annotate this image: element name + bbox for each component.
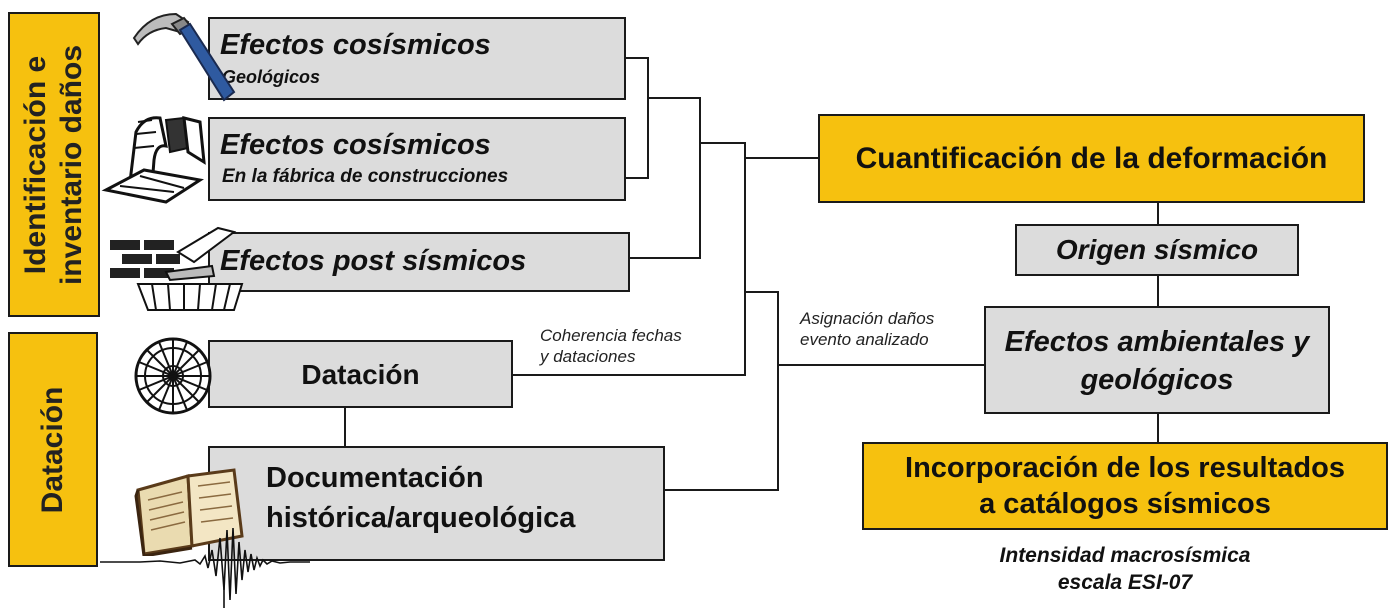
identificacion-label-box: Identificación e inventario daños xyxy=(8,12,100,317)
incorporacion-box: Incorporación de los resultados a catálo… xyxy=(862,442,1388,530)
efectos-ambientales-line-1: Efectos ambientales y xyxy=(1004,326,1310,358)
identificacion-line-2: inventario daños xyxy=(55,44,88,285)
intensidad-note: Intensidad macrosísmica escala ESI-07 xyxy=(862,542,1388,596)
efectos-geologicos-subtitle: Geológicos xyxy=(222,67,321,87)
datacion-box: Datación xyxy=(208,340,513,408)
efectos-fabrica-box: Efectos cosísmicos En la fábrica de cons… xyxy=(208,117,626,201)
efectos-ambientales-box: Efectos ambientales y geológicos xyxy=(984,306,1330,414)
coherencia-note: Coherencia fechas y dataciones xyxy=(540,325,682,367)
coherencia-line-2: y dataciones xyxy=(540,347,636,366)
documentacion-box: Documentación histórica/arqueológica xyxy=(208,446,665,561)
efectos-fabrica-subtitle: En la fábrica de construcciones xyxy=(222,166,509,187)
cuantificacion-title: Cuantificación de la deformación xyxy=(855,142,1328,175)
datacion-title: Datación xyxy=(301,359,420,390)
datacion-label: Datación xyxy=(36,386,69,513)
asignacion-note: Asignación daños evento analizado xyxy=(800,308,934,350)
rosette-window-icon xyxy=(134,337,212,415)
intensidad-line-1: Intensidad macrosísmica xyxy=(999,544,1251,567)
open-book-icon xyxy=(134,468,244,556)
efectos-post-title: Efectos post sísmicos xyxy=(220,245,527,277)
efectos-ambientales-line-2: geológicos xyxy=(1080,364,1234,396)
efectos-fabrica-title: Efectos cosísmicos xyxy=(220,129,491,161)
origen-title: Origen sísmico xyxy=(1055,234,1259,265)
efectos-geologicos-box: Efectos cosísmicos Geológicos xyxy=(208,17,626,100)
identificacion-label: Identificación e inventario daños xyxy=(18,44,90,284)
bricks-trowel-icon xyxy=(110,226,244,311)
identificacion-line-1: Identificación e xyxy=(19,55,52,274)
seismogram-icon xyxy=(100,527,310,608)
datacion-label-box: Datación xyxy=(8,332,98,567)
origen-box: Origen sísmico xyxy=(1015,224,1299,276)
arch-icon xyxy=(101,116,206,204)
efectos-post-box: Efectos post sísmicos xyxy=(208,232,630,292)
incorporacion-line-1: Incorporación de los resultados xyxy=(905,452,1345,484)
efectos-geologicos-title: Efectos cosísmicos xyxy=(220,29,491,61)
asignacion-line-1: Asignación daños xyxy=(800,309,935,328)
documentacion-line-2: histórica/arqueológica xyxy=(266,502,576,534)
hammer-icon xyxy=(132,12,236,102)
incorporacion-line-2: a catálogos sísmicos xyxy=(979,488,1271,520)
documentacion-line-1: Documentación xyxy=(266,462,484,494)
asignacion-line-2: evento analizado xyxy=(800,330,929,349)
intensidad-line-2: escala ESI-07 xyxy=(1057,571,1193,594)
cuantificacion-box: Cuantificación de la deformación xyxy=(818,114,1365,203)
coherencia-line-1: Coherencia fechas xyxy=(540,326,682,345)
